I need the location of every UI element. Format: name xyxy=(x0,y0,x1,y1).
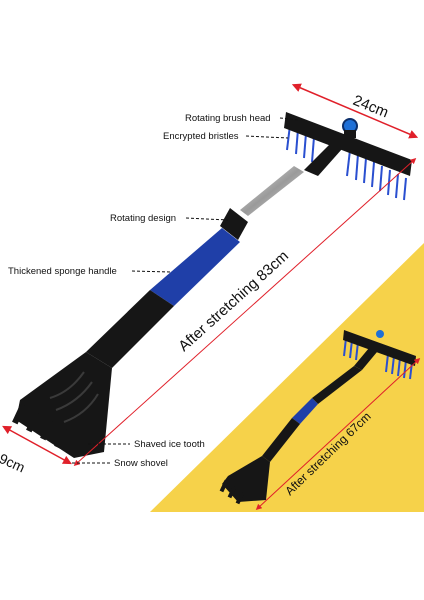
lower-handle xyxy=(86,290,174,368)
callout-bristles: Encrypted bristles xyxy=(163,131,289,142)
callout-brush-head: Rotating brush head xyxy=(185,113,301,124)
label-ice-tooth: Shaved ice tooth xyxy=(134,439,205,450)
scraper-width-text: 9cm xyxy=(0,450,27,475)
brush-width-line xyxy=(291,83,419,139)
callout-sponge: Thickened sponge handle xyxy=(8,266,173,277)
scraper-width-line xyxy=(2,425,72,465)
length-83-line xyxy=(73,157,417,467)
telescopic-pole xyxy=(240,166,304,216)
label-rotating: Rotating design xyxy=(110,213,176,224)
label-sponge: Thickened sponge handle xyxy=(8,266,117,277)
length-67-line xyxy=(255,357,421,511)
callout-shovel: Snow shovel xyxy=(72,458,168,469)
sponge-handle xyxy=(150,228,240,306)
label-bristles: Encrypted bristles xyxy=(163,131,239,142)
label-brush-head: Rotating brush head xyxy=(185,113,271,124)
callout-rotating: Rotating design xyxy=(110,213,229,224)
callout-ice-tooth: Shaved ice tooth xyxy=(88,439,205,450)
label-shovel: Snow shovel xyxy=(114,458,168,469)
